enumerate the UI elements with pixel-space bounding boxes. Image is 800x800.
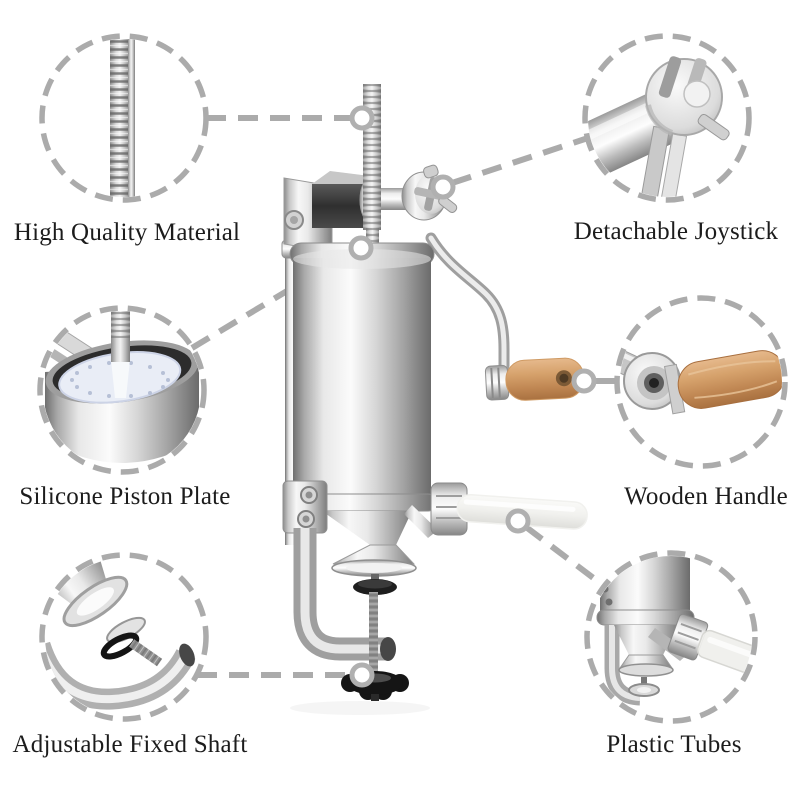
dashed-circle bbox=[614, 295, 788, 469]
outlet-funnel bbox=[322, 511, 417, 577]
detail-adjustable-fixed-shaft bbox=[39, 552, 209, 722]
clamp-assembly bbox=[293, 528, 409, 701]
dashed-circle bbox=[37, 305, 207, 475]
connector-line-detachable-joystick bbox=[451, 135, 589, 186]
stuffing-tube bbox=[404, 482, 588, 538]
plate-dot-ring bbox=[70, 361, 170, 398]
feature-label-wooden-handle: Wooden Handle bbox=[624, 483, 788, 510]
feature-label-detachable-joystick: Detachable Joystick bbox=[573, 218, 779, 245]
detail-silicone-piston-plate bbox=[37, 305, 207, 475]
crank-handle bbox=[484, 357, 585, 401]
feature-label-high-quality-material: High Quality Material bbox=[13, 219, 241, 246]
crank-arm bbox=[425, 232, 510, 372]
feature-label-adjustable-fixed-shaft: Adjustable Fixed Shaft bbox=[12, 731, 248, 758]
wooden-grip bbox=[677, 350, 782, 409]
ring-marker-handle bbox=[571, 368, 597, 394]
ring-marker-piston bbox=[348, 235, 374, 261]
ring-marker-clamp bbox=[349, 662, 375, 688]
detail-wooden-handle bbox=[614, 295, 788, 469]
detail-high-quality-material bbox=[39, 33, 209, 203]
detail-detachable-joystick bbox=[582, 33, 752, 203]
dashed-circle bbox=[584, 550, 758, 724]
ring-marker-tube bbox=[505, 508, 531, 534]
feature-label-silicone-piston-plate: Silicone Piston Plate bbox=[19, 483, 231, 510]
wing-pin bbox=[423, 164, 439, 179]
o-ring bbox=[100, 632, 140, 660]
zoom-ring-markers bbox=[348, 105, 597, 688]
cylinder-body bbox=[287, 242, 437, 512]
column-bracket bbox=[282, 480, 328, 534]
dashed-circle bbox=[582, 33, 752, 203]
ring-marker-rod bbox=[349, 105, 375, 131]
ring-marker-joystick bbox=[430, 174, 456, 200]
machine-illustration bbox=[281, 84, 588, 715]
dashed-circle bbox=[39, 552, 209, 722]
detail-plastic-tubes bbox=[584, 550, 758, 724]
connector-line-plastic-tubes bbox=[524, 524, 606, 589]
dashed-circle bbox=[39, 33, 209, 203]
feature-label-plastic-tubes: Plastic Tubes bbox=[606, 731, 742, 758]
floor-shadow bbox=[290, 701, 430, 715]
